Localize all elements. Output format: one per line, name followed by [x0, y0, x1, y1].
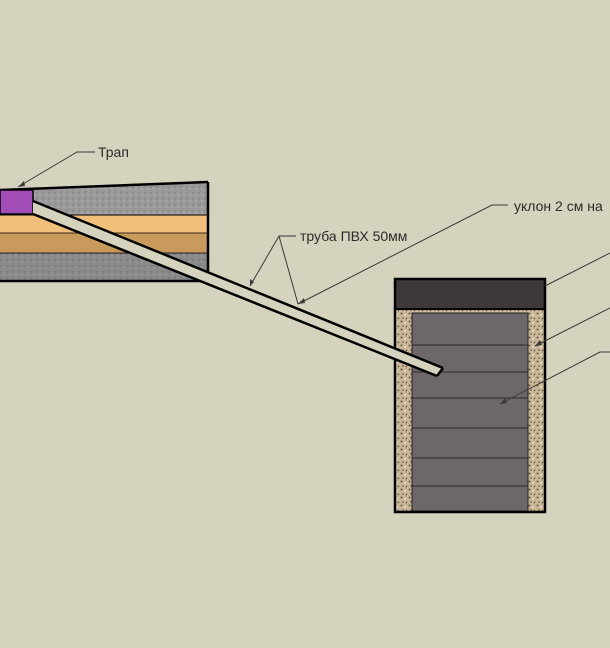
slope-label: уклон 2 см на [514, 198, 603, 214]
well-interior [411, 312, 529, 512]
drain-trap [0, 189, 34, 215]
well-lid [394, 278, 546, 310]
leader-lines [17, 151, 610, 405]
pipe-label: труба ПВХ 50мм [300, 228, 407, 244]
drain-label: Трап [98, 144, 129, 160]
tile-layer [0, 182, 208, 215]
pvc-pipe [32, 199, 444, 378]
drainage-well [393, 277, 547, 514]
